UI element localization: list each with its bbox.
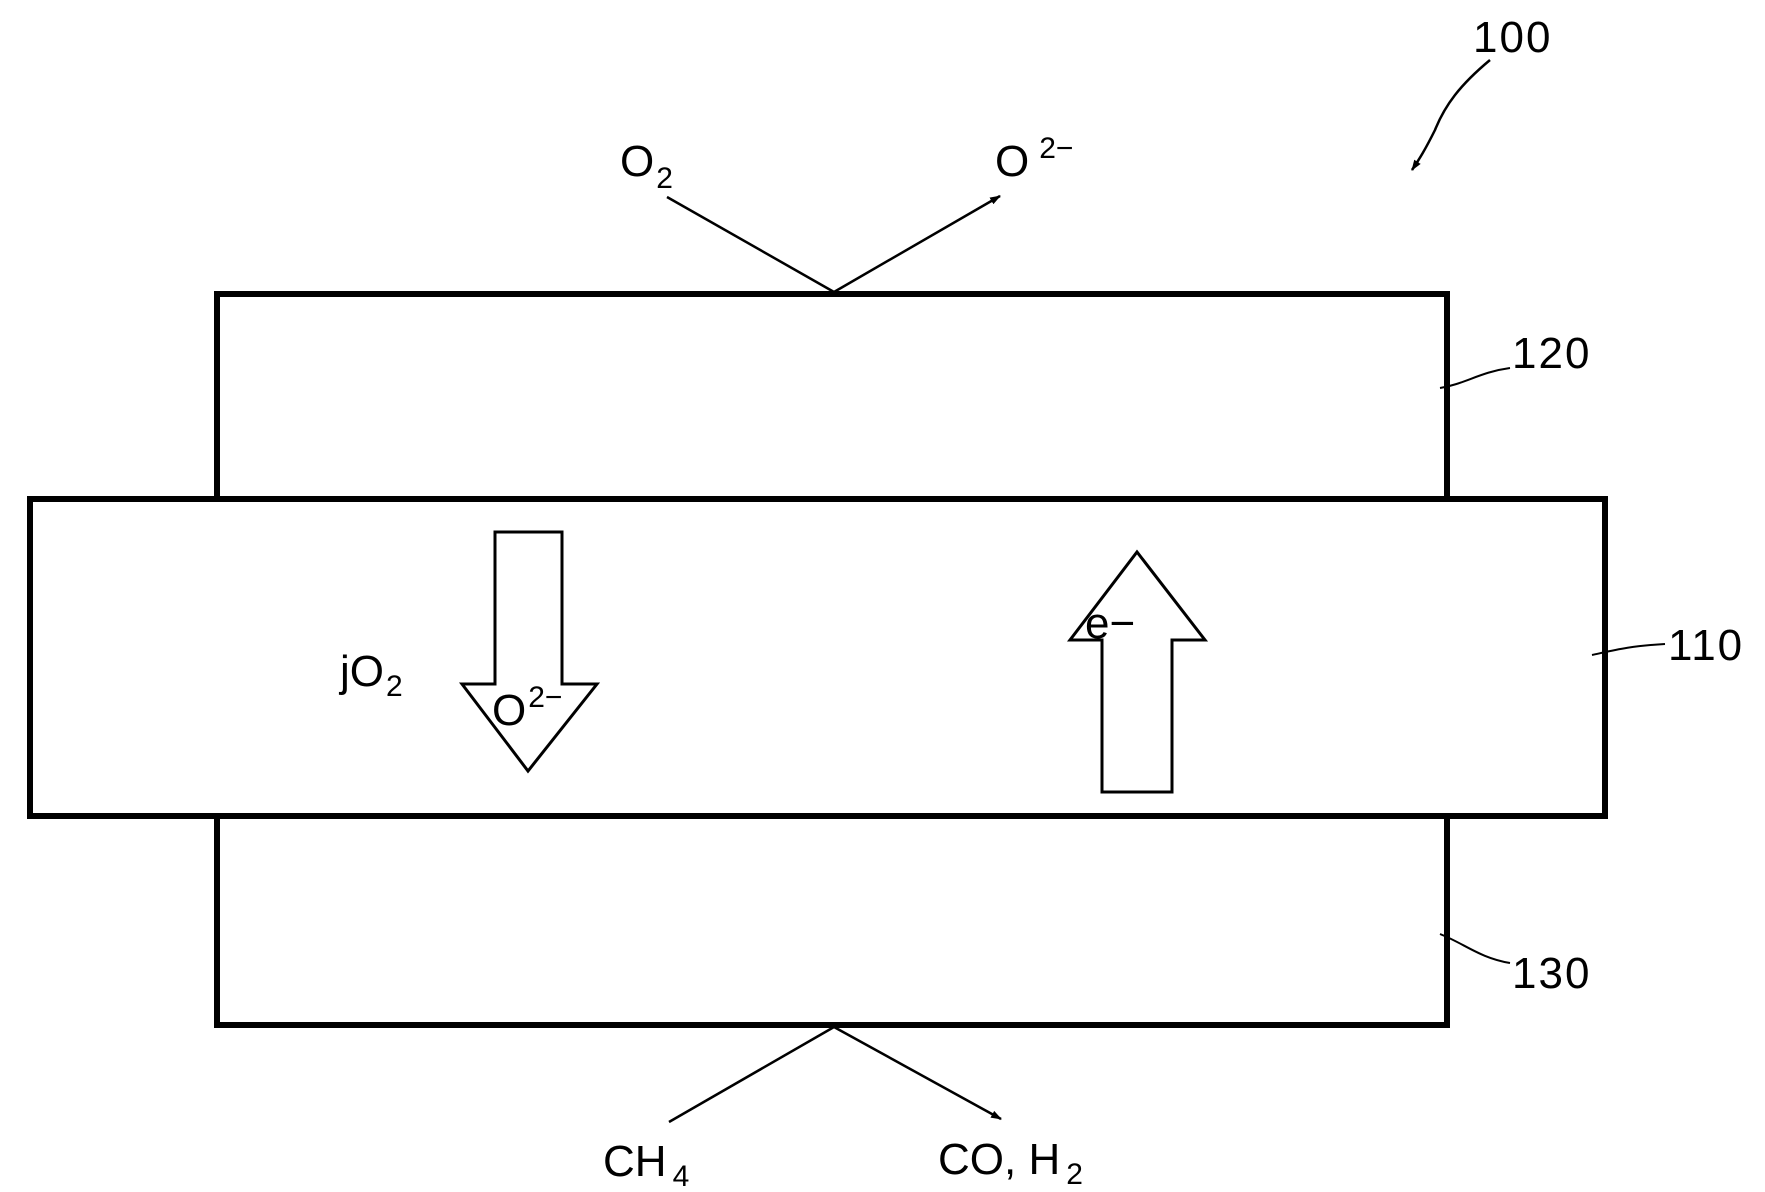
co-h2-outflow-arrow — [833, 1025, 1002, 1121]
top-electrode-120 — [214, 291, 1450, 503]
ch4-inflow-line — [668, 1025, 835, 1124]
ref-100-leader — [1410, 59, 1491, 171]
ref-110-leader — [1591, 643, 1666, 656]
membrane-110 — [27, 496, 1608, 819]
o2-reactant-label: O2 — [620, 137, 673, 195]
ref-120-label: 120 — [1512, 329, 1591, 378]
bottom-electrode-130 — [214, 813, 1450, 1028]
o2minus-outflow-arrow — [833, 194, 1001, 294]
o2-inflow-line — [666, 195, 835, 294]
ref-130-label: 130 — [1512, 949, 1591, 998]
oxygen-flux-label: jO2 — [338, 647, 403, 703]
ref-120-leader — [1439, 367, 1511, 389]
ref-130-leader — [1439, 933, 1511, 964]
electron-flow-up-arrow — [1066, 549, 1209, 794]
electron-arrow-label: e− — [1085, 599, 1135, 648]
ref-110-label: 110 — [1668, 621, 1744, 670]
ion-flux-down-arrow — [458, 530, 601, 774]
ion-arrow-label: O2− — [492, 681, 562, 735]
ref-100-label: 100 — [1473, 13, 1552, 62]
